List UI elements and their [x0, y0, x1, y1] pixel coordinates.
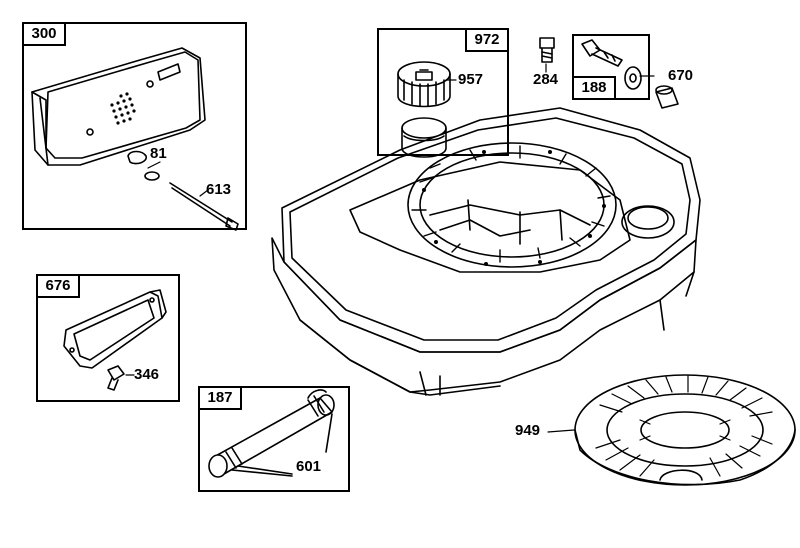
washer-670-drawing [624, 66, 642, 90]
fuel-tank-drawing [271, 107, 701, 396]
fuel-cap-frame [377, 28, 509, 156]
screw-kit-drawing [581, 39, 623, 67]
rotating-screen-drawing [574, 374, 796, 486]
fuel-line-frame [198, 386, 350, 492]
guard-frame [36, 274, 180, 402]
muffler-box-number: 300 [22, 22, 66, 46]
callout-670: 670 [668, 67, 694, 84]
guard-drawing [63, 289, 167, 369]
muffler-frame [22, 22, 247, 230]
callout-949: 949 [515, 422, 541, 439]
callout-284: 284 [533, 71, 559, 88]
screw-284-drawing [539, 37, 555, 63]
fuel-line-box-number: 187 [198, 386, 242, 410]
callout-613: 613 [206, 181, 232, 198]
fuel-cap-drawing [397, 61, 451, 108]
callout-601: 601 [296, 458, 322, 475]
callout-346: 346 [134, 366, 160, 383]
leader-lines [125, 63, 655, 433]
spacer-670-drawing [655, 85, 679, 109]
screw-346-drawing [107, 365, 125, 391]
fuel-cap-box-number: 972 [465, 28, 509, 52]
callout-81: 81 [150, 145, 167, 162]
muffler-drawing [31, 47, 239, 231]
screw-kit-box-number: 188 [572, 76, 616, 100]
callout-957: 957 [458, 71, 484, 88]
fuel-line-drawing [208, 389, 335, 478]
guard-box-number: 676 [36, 274, 80, 298]
